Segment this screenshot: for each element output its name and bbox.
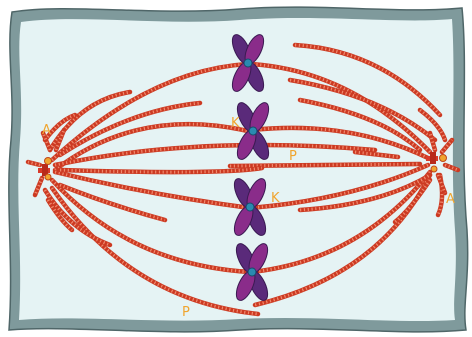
aster-ray [28,162,40,165]
kinetochore-dot [249,127,257,135]
aster-label-left: A [42,124,51,137]
kinetochore-dot [246,203,254,211]
kinetochore-label-upper: K [231,117,240,130]
aster-label-right: A [446,193,455,206]
kinetochore-dot [248,268,256,276]
polar-label-upper: P [289,150,297,163]
kinetochore-dot [244,59,252,67]
polar-label-lower: P [182,306,190,319]
kinetochore-label-middle: K [271,192,280,205]
